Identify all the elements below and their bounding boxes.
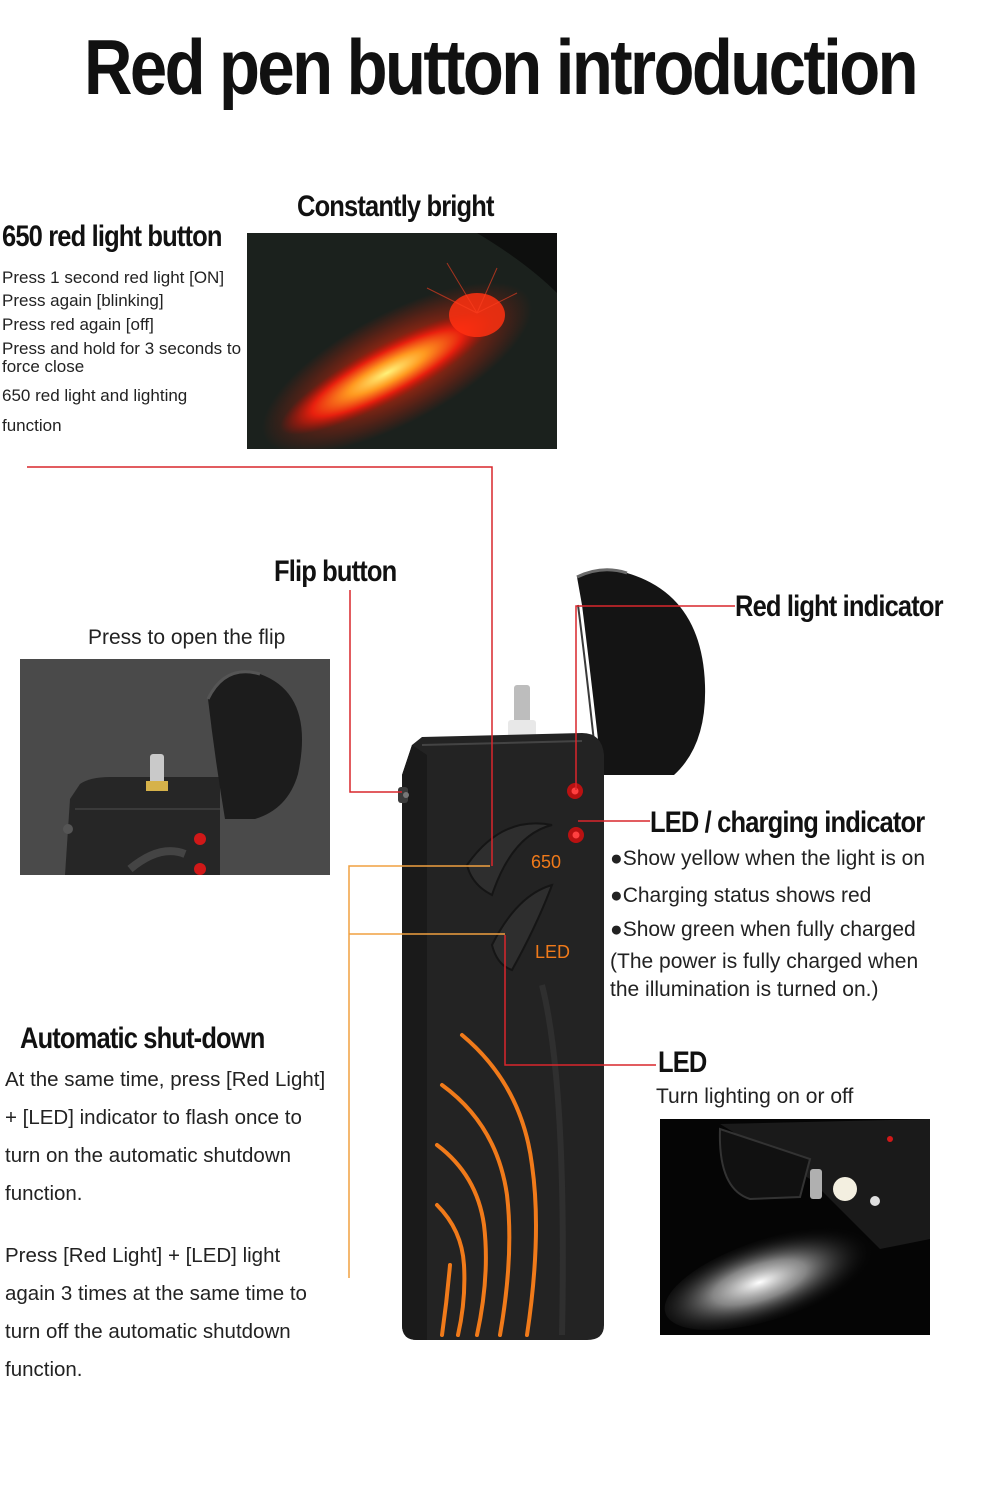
flip-caption: Press to open the flip bbox=[88, 626, 286, 649]
flip-button-heading: Flip button bbox=[274, 555, 397, 588]
auto-shutdown-para1-line: function. bbox=[5, 1182, 83, 1205]
auto-shutdown-para2: Press [Red Light] + [LED] light again 3 … bbox=[5, 1237, 307, 1389]
auto-shutdown-para1-line: turn on the automatic shutdown bbox=[5, 1144, 292, 1167]
led-caption: Turn lighting on or off bbox=[656, 1085, 854, 1108]
constantly-bright-heading: Constantly bright bbox=[297, 190, 494, 223]
charging-bullet-2: ●Charging status shows red bbox=[610, 884, 872, 907]
red-light-line-1: Press 1 second red light [ON] bbox=[2, 268, 225, 287]
leader-auto-shutdown bbox=[348, 865, 490, 1278]
auto-shutdown-heading: Automatic shut-down bbox=[20, 1022, 265, 1055]
auto-shutdown-para2-line: turn off the automatic shutdown bbox=[5, 1320, 291, 1343]
charging-bullet-3: ●Show green when fully charged bbox=[610, 918, 916, 941]
red-light-button-heading: 650 red light button bbox=[2, 220, 222, 253]
leader-650-button bbox=[27, 466, 493, 866]
auto-shutdown-para1-line: At the same time, press [Red Light] bbox=[5, 1068, 326, 1091]
led-lighting-photo bbox=[660, 1119, 930, 1335]
led-charging-heading: LED / charging indicator bbox=[650, 806, 925, 839]
flip-open-photo bbox=[20, 659, 330, 875]
auto-shutdown-para2-line: again 3 times at the same time to bbox=[5, 1282, 307, 1305]
page-title: Red pen button introduction bbox=[83, 23, 919, 111]
red-light-line-7: function bbox=[2, 416, 62, 435]
red-light-line-4: Press and hold for 3 seconds to bbox=[2, 339, 242, 358]
auto-shutdown-para2-line: Press [Red Light] + [LED] light bbox=[5, 1244, 281, 1267]
device-label-650: 650 bbox=[531, 852, 562, 872]
device-label-led: LED bbox=[535, 942, 571, 962]
charging-note-line-2: the illumination is turned on.) bbox=[610, 978, 879, 1001]
auto-shutdown-para1-line: + [LED] indicator to flash once to bbox=[5, 1106, 302, 1129]
auto-shutdown-para1: At the same time, press [Red Light] + [L… bbox=[5, 1061, 325, 1213]
leader-flip-button bbox=[349, 590, 402, 793]
leader-red-light-indicator bbox=[575, 605, 735, 790]
red-light-indicator-heading: Red light indicator bbox=[735, 590, 944, 623]
charging-note-line-1: (The power is fully charged when bbox=[610, 950, 919, 973]
red-light-line-6: 650 red light and lighting bbox=[2, 386, 188, 405]
red-pen-device: 650 LED bbox=[392, 565, 712, 1345]
led-heading: LED bbox=[658, 1046, 707, 1079]
auto-shutdown-para2-line: function. bbox=[5, 1358, 83, 1381]
charging-bullet-1: ●Show yellow when the light is on bbox=[610, 847, 926, 870]
red-light-line-5: force close bbox=[2, 357, 85, 376]
red-light-line-2: Press again [blinking] bbox=[2, 291, 164, 310]
red-laser-photo bbox=[247, 233, 557, 449]
red-light-line-3: Press red again [off] bbox=[2, 315, 154, 334]
leader-led bbox=[504, 935, 656, 1066]
